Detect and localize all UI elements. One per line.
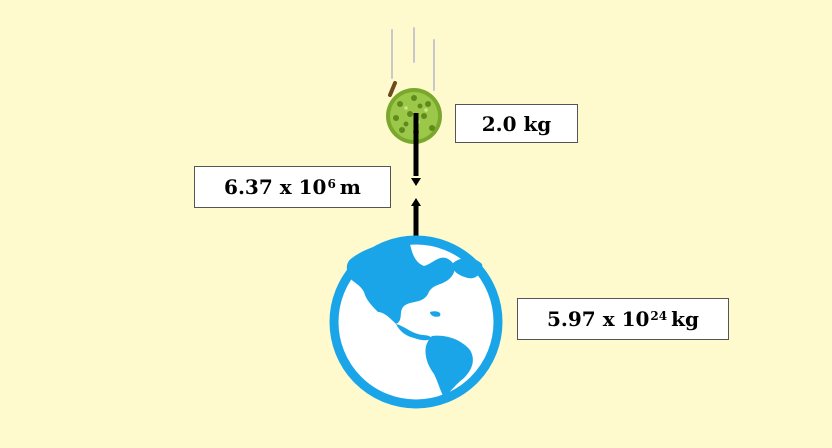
distance-base-text: 6.37 x 10 [224,175,327,199]
earth-mass-exponent-text: 24 [650,309,668,323]
earth-globe-icon [329,235,503,409]
earth-mass-base-text: 5.97 x 10 [547,307,650,331]
motion-lines [391,27,435,91]
fruit-mass-text: 2.0 kg [481,111,552,136]
distance-exponent-text: 6 [327,177,336,191]
earth-mass-unit-text: kg [671,307,699,331]
distance-unit-text: m [339,175,361,199]
fruit-mass-label: 2.0 kg [455,104,578,143]
